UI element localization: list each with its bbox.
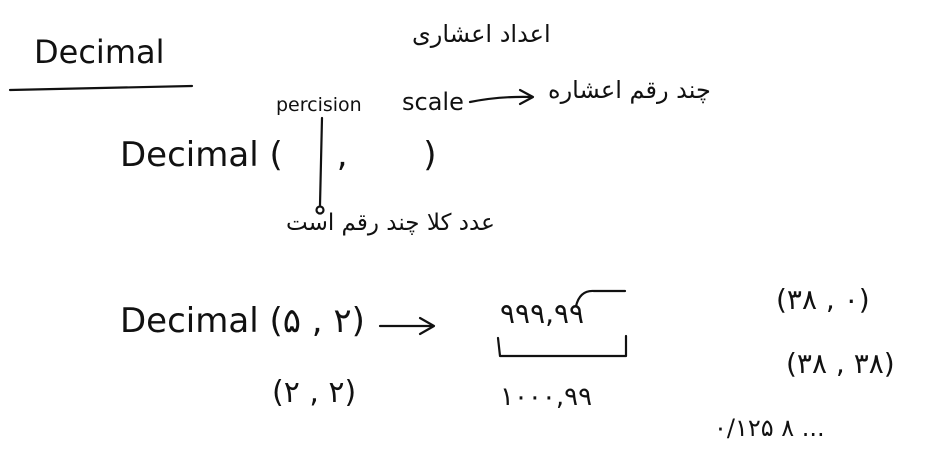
note-range-2: (۳۸ , ۳۸) — [786, 347, 895, 380]
example-expression: Decimal (۵ , ۲) — [120, 301, 365, 341]
scale-arrow-line — [468, 95, 534, 104]
note-range-1: (۳۸ , ۰) — [776, 283, 870, 316]
precision-arrow-line — [318, 116, 324, 207]
page-title: Decimal — [34, 33, 165, 71]
integer-bracket — [496, 334, 628, 358]
scale-arrow-head — [518, 88, 535, 106]
example-arrow-head — [418, 316, 436, 336]
precision-arrow-head — [315, 205, 325, 215]
title-underline — [8, 84, 194, 92]
scale-label: scale — [402, 88, 464, 116]
example-alt-args: (۲ , ۲) — [272, 375, 357, 410]
example-sample-value: ۹۹۹,۹۹ — [500, 297, 585, 330]
note-sample: ۰/۱۲۵ ۸ ... — [714, 414, 825, 442]
page-title-fa: اعداد اعشاری — [412, 20, 551, 48]
scale-description: چند رقم اعشاره — [548, 76, 711, 104]
decimal-hook — [574, 289, 627, 308]
decimal-syntax: Decimal ( , ) — [120, 135, 437, 175]
precision-label: percision — [276, 94, 362, 116]
overflow-value: ۱۰۰۰,۹۹ — [500, 382, 593, 412]
precision-description: عدد کلا چند رقم است — [286, 210, 495, 236]
